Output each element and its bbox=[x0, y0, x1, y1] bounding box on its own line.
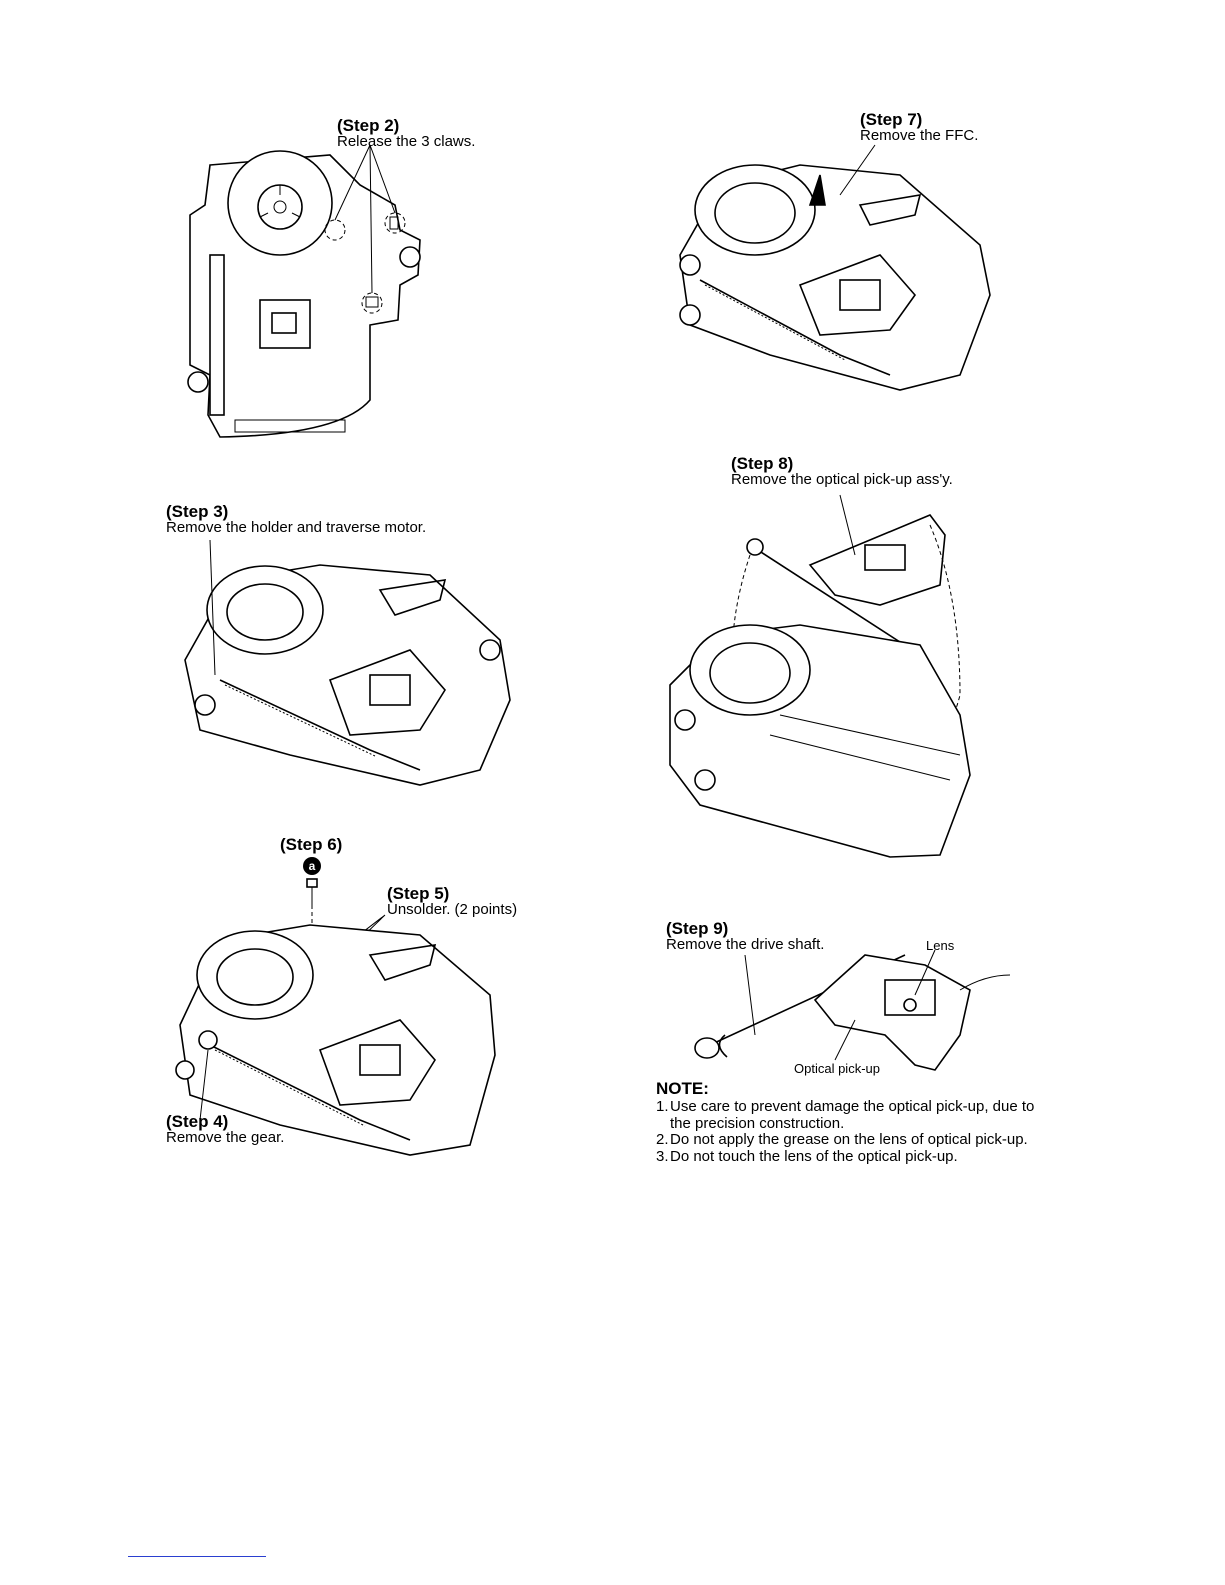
step4-6-figure bbox=[175, 878, 496, 1156]
note-item: 3. Do not touch the lens of the optical … bbox=[656, 1147, 1036, 1166]
step5-text: Unsolder. (2 points) bbox=[387, 901, 518, 918]
step2-title: (Step 2) bbox=[337, 116, 400, 135]
lens-label: Lens bbox=[926, 938, 955, 953]
step9-text: Remove the drive shaft. bbox=[666, 936, 825, 953]
note-item: 2. Do not apply the grease on the lens o… bbox=[656, 1131, 1036, 1149]
step3-figure bbox=[184, 539, 511, 786]
step7-text: Remove the FFC. bbox=[860, 127, 979, 144]
step6-title: (Step 6) bbox=[280, 835, 343, 854]
step6-marker-label: a bbox=[309, 859, 316, 873]
note-item-number: 3. bbox=[656, 1147, 669, 1165]
note-item-number: 1. bbox=[656, 1098, 669, 1115]
step8-text: Remove the optical pick-up ass'y. bbox=[731, 471, 953, 488]
note-title: NOTE: bbox=[656, 1079, 709, 1098]
footer-divider bbox=[128, 1556, 266, 1557]
step9-title: (Step 9) bbox=[666, 919, 729, 938]
note-item-number: 2. bbox=[656, 1131, 669, 1148]
step3-title: (Step 3) bbox=[166, 502, 229, 521]
step6-marker: a bbox=[303, 857, 321, 875]
step2-text: Release the 3 claws. bbox=[337, 133, 476, 150]
step8-figure bbox=[669, 494, 971, 858]
step9-figure bbox=[694, 949, 1011, 1071]
note-list: 1. Use care to prevent damage the optica… bbox=[656, 1098, 1036, 1166]
note-item: 1. Use care to prevent damage the optica… bbox=[656, 1098, 1036, 1132]
note-item-text: Do not touch the lens of the optical pic… bbox=[670, 1147, 958, 1165]
note-item-text: Use care to prevent damage the optical p… bbox=[670, 1098, 1035, 1132]
step7-title: (Step 7) bbox=[860, 110, 923, 129]
step3-text: Remove the holder and traverse motor. bbox=[166, 519, 427, 536]
step5-title: (Step 5) bbox=[387, 884, 450, 903]
note-item-text: Do not apply the grease on the lens of o… bbox=[670, 1131, 1028, 1148]
step7-figure bbox=[679, 144, 991, 391]
step8-title: (Step 8) bbox=[731, 454, 794, 473]
optical-pickup-label: Optical pick-up bbox=[794, 1061, 880, 1076]
step4-title: (Step 4) bbox=[166, 1112, 229, 1131]
step4-text: Remove the gear. bbox=[166, 1129, 285, 1146]
step2-figure bbox=[187, 144, 421, 438]
